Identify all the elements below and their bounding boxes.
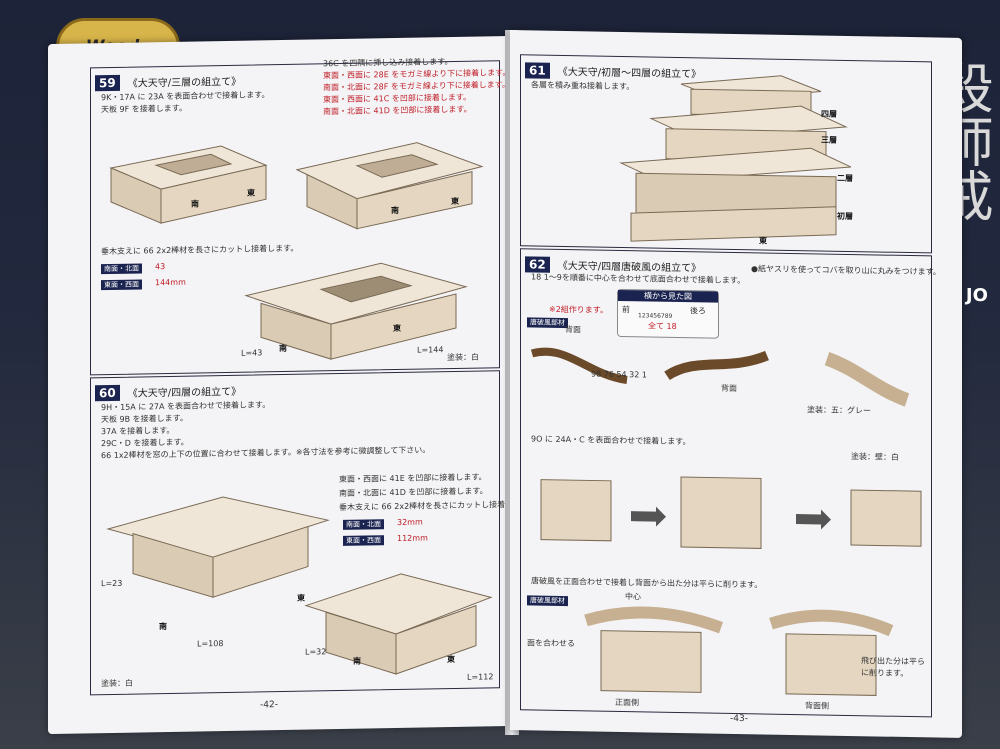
step59-dim-face-2: 東面・西面 xyxy=(101,279,142,291)
step61-label-east: 東 xyxy=(759,236,767,246)
side-view-back: 後ろ xyxy=(690,306,706,316)
step61-label-3: 三層 xyxy=(821,135,837,145)
step61-label-4: 四層 xyxy=(821,109,837,119)
step59-len-2: L=144 xyxy=(417,345,444,355)
step59-dim-val-2: 144mm xyxy=(155,277,186,288)
step59-label-south-3: 南 xyxy=(279,343,287,354)
step60-len-4: L=112 xyxy=(467,672,494,682)
step62-line3: 9O に 24A・C を表面合わせで接着します。 xyxy=(531,434,691,447)
step62-nums: 98 76 54 32 1 xyxy=(591,369,647,380)
step62-paint: 塗装：五：グレー xyxy=(807,405,871,416)
karahafu-parts-diagram xyxy=(530,347,910,407)
step60-dim-face-1: 南面・北面 xyxy=(343,519,384,530)
gable-assembly-diagram xyxy=(540,476,922,549)
step61-castle-model xyxy=(619,75,851,242)
step60-number: 60 xyxy=(95,384,120,402)
step60-label-south-1: 南 xyxy=(159,622,167,632)
step59-label-east-3: 東 xyxy=(393,323,401,334)
step62-line4: 唐破風を正面合わせで接着し背面から出た分は平らに削ります。 xyxy=(531,576,763,590)
step59-header: 59 《大天守/三層の組立て》 xyxy=(95,70,241,92)
side-view-box: 横から見た図 前 123456789 後ろ 全て 18 xyxy=(617,288,719,339)
step61-label-1: 初層 xyxy=(837,211,853,222)
karahafu-final-diagram xyxy=(584,606,894,696)
step62-front: 正面側 xyxy=(615,697,639,708)
step59-len-1: L=43 xyxy=(241,348,263,358)
step60-header: 60 《大天守/四層の組立て》 xyxy=(95,380,241,402)
step62-align: 面を合わせる xyxy=(527,638,575,649)
step60-label-east-2: 東 xyxy=(447,654,455,665)
step59-paint: 塗装：白 xyxy=(447,352,479,363)
left-page-number: -42- xyxy=(260,700,278,711)
step60-len-3: L=32 xyxy=(305,647,327,657)
step62-label-back: 背面 xyxy=(721,383,737,394)
step59-label-east-2: 東 xyxy=(451,196,459,207)
step59-label-south-1: 南 xyxy=(191,199,199,209)
step62-back-side: 背面側 xyxy=(805,701,829,711)
step59-number: 59 xyxy=(95,74,120,92)
step62-line: 18 1〜9を順番に中心を合わせて底面合わせで接着します。 xyxy=(531,272,746,286)
step59-dim-val-1: 43 xyxy=(155,262,166,272)
step59-label-east-1: 東 xyxy=(247,188,255,198)
step62-number: 62 xyxy=(525,256,550,273)
step60-rline-1: 東面・西面に 41E を凹部に接着します。 xyxy=(339,472,487,485)
step60-label-south-2: 南 xyxy=(353,656,361,666)
step62-tag-2: 唐破風部材 xyxy=(527,595,568,607)
right-page: 61 《大天守/初層〜四層の組立て》 各層を積み重ね接着します。 四層 三層 二… xyxy=(510,30,962,738)
step60-rline-2: 南面・北面に 41D を凹部に接着します。 xyxy=(339,486,488,499)
step60-model-1 xyxy=(106,496,330,598)
step60-dim-val-1: 32mm xyxy=(397,517,423,527)
side-view-all: 全て 18 xyxy=(648,321,677,331)
step62-note-red: ※2組作ります。 xyxy=(549,304,608,315)
step60-frame: 60 《大天守/四層の組立て》 9H・15A に 27A を表面合わせで接着しま… xyxy=(90,370,536,696)
step60-dim-val-2: 112mm xyxy=(397,533,428,543)
step60-line-2: 天板 9B を接着します。 xyxy=(101,413,188,425)
step59-line-2: 天板 9F を接着します。 xyxy=(101,103,187,115)
step59-model-3 xyxy=(244,262,468,360)
step61-label-2: 二層 xyxy=(837,173,853,184)
step60-model-2 xyxy=(304,573,493,675)
right-page-number: -43- xyxy=(730,713,748,725)
step62-cut-note: 飛び出た分は平らに削ります。 xyxy=(861,656,925,679)
step62-frame: 62 《大天守/四層唐破風の組立て》 18 1〜9を順番に中心を合わせて底面合わ… xyxy=(520,248,941,718)
step59-dim-face-1: 南面・北面 xyxy=(101,263,142,275)
step60-len-2: L=108 xyxy=(197,639,224,649)
step62-tag-1: 唐破風部材 xyxy=(527,317,568,329)
step59-model-2 xyxy=(295,142,484,230)
step60-len-1: L=23 xyxy=(101,578,123,589)
step59-rline-5: 南面・北面に 41D を凹部に接着します。 xyxy=(323,104,472,117)
step62-line2: ●紙ヤスリを使ってコバを取り山に丸みをつけます。 xyxy=(751,264,941,277)
side-view-title: 横から見た図 xyxy=(618,289,718,303)
step59-title: 《大天守/三層の組立て》 xyxy=(127,76,242,90)
step60-paint: 塗装：白 xyxy=(101,678,133,689)
step60-title: 《大天守/四層の組立て》 xyxy=(127,386,242,400)
step60-dim-face-2: 東面・西面 xyxy=(343,535,384,546)
step61-number: 61 xyxy=(525,62,550,79)
step59-frame: 59 《大天守/三層の組立て》 9K・17A に 23A を表面合わせで接着しま… xyxy=(90,57,510,376)
step59-label-south-2: 南 xyxy=(391,205,399,216)
left-page: 59 《大天守/三層の組立て》 9K・17A に 23A を表面合わせで接着しま… xyxy=(48,35,536,735)
side-view-front: 前 xyxy=(622,305,630,315)
step61-frame: 61 《大天守/初層〜四層の組立て》 各層を積み重ね接着します。 四層 三層 二… xyxy=(520,54,932,254)
step59-model-1 xyxy=(109,145,268,224)
